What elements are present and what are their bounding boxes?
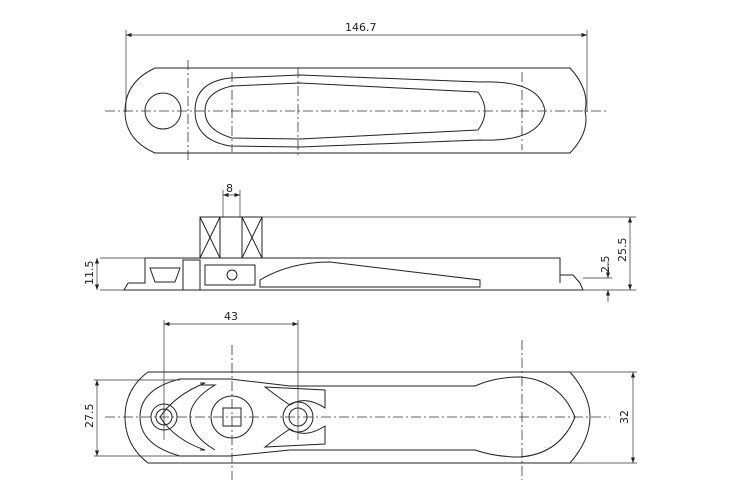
side-view: 8 11.5 25.5 2.5: [83, 182, 636, 302]
dimension-base-height-label: 11.5: [83, 261, 96, 286]
dimension-tip-height-label: 2.5: [599, 256, 612, 274]
dimension-total-height-label: 25.5: [616, 238, 629, 263]
bottom-view: 43 27.5 32: [83, 310, 637, 480]
dimension-length-label: 146.7: [345, 21, 377, 34]
dimension-spindle-label: 8: [226, 182, 233, 195]
dimension-overall-width-label: 32: [618, 410, 631, 424]
dimension-hole-spacing-label: 43: [224, 310, 238, 323]
handle-outline: [124, 67, 587, 154]
grip-slot: [204, 82, 486, 140]
dimension-inner-width-label: 27.5: [83, 404, 96, 429]
top-view: 146.7: [105, 21, 607, 160]
section-body: [123, 257, 584, 291]
